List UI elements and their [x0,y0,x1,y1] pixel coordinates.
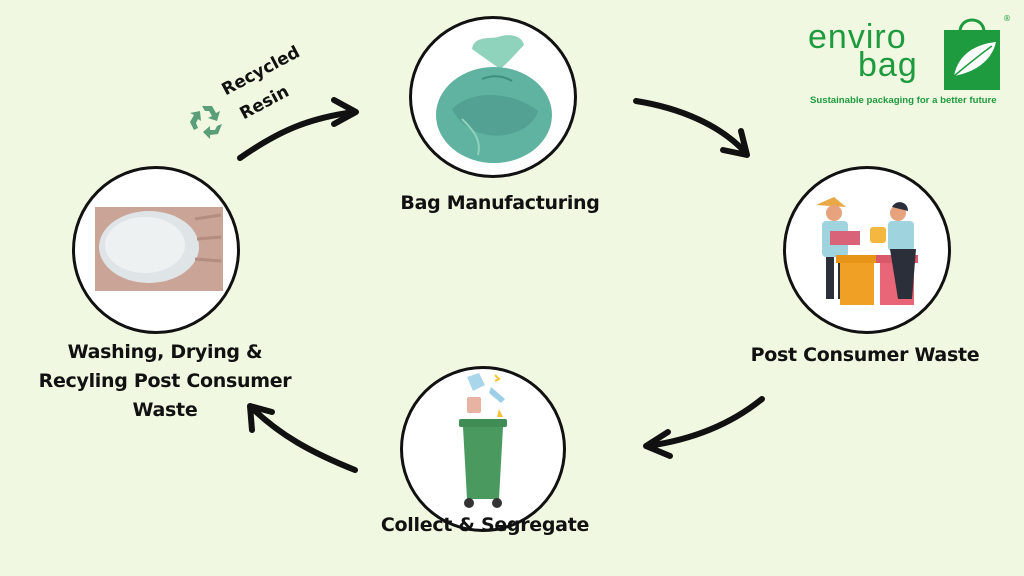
recycle-icon [190,106,222,139]
step-washing-drying-circle [72,166,240,334]
label-line: Waste [132,399,198,421]
registered-mark: ® [1003,14,1011,23]
arrow-resin-to-bag [237,97,359,161]
step-washing-drying-label: Washing, Drying & Recyling Post Consumer… [35,338,295,425]
arrow-collect-to-washing [247,403,358,473]
step-collect-segregate-circle [400,366,566,532]
wheelie-bin-image [459,373,507,508]
step-collect-segregate-label: Collect & Segregate [380,514,590,536]
arrow-bag-to-post-consumer [633,98,750,158]
arrow-post-consumer-to-collect [643,396,765,459]
step-post-consumer-circle [783,166,951,334]
label-line: Washing, Drying & [67,341,263,363]
step-bag-manufacturing-circle [409,16,577,178]
step-bag-manufacturing-label: Bag Manufacturing [400,192,600,214]
brand-tagline: Sustainable packaging for a better futur… [810,95,997,106]
step-post-consumer-label: Post Consumer Waste [750,344,980,366]
people-sorting-waste-image [816,197,918,305]
garbage-bag-image [436,35,552,163]
brand-name-line1: enviro [808,18,907,56]
plastic-pellets-image [95,207,223,291]
shopping-bag-leaf-icon [944,18,1000,90]
brand-name-line2: bag [858,46,918,84]
label-line: Recyling Post Consumer [38,370,292,392]
